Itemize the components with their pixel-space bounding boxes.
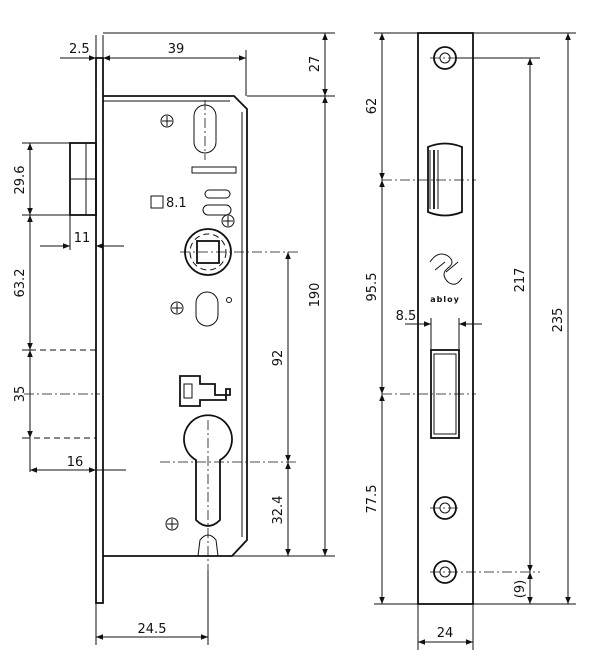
brand-logo-icon [429, 253, 463, 285]
dim-top-offset: 27 [308, 56, 323, 73]
dim-backset: 24.5 [138, 622, 167, 637]
bolt-mechanism [179, 375, 231, 407]
brand-logo-text: abloy [430, 295, 460, 304]
front-view: abloy 62 95.5 77.5 8.5 [365, 32, 576, 650]
dim-case-height: 190 [308, 283, 323, 308]
dim-faceplate-width: 24 [437, 626, 454, 641]
dim-latch-height: 29.6 [13, 166, 28, 195]
dim-cylinder-to-bottom: 32.4 [271, 496, 286, 525]
cylinder-hole [183, 414, 233, 527]
screw-icon [170, 301, 184, 315]
middle-slot [195, 291, 219, 327]
dim-latch-projection: 11 [74, 231, 91, 246]
lock-case [103, 95, 248, 557]
screw-icon [221, 214, 235, 228]
dim-spindle-square: 8.1 [166, 196, 187, 211]
dim-latch-to-bolt: 95.5 [365, 273, 380, 302]
screw-hole-icon [430, 496, 460, 520]
dim-bolt-height: 35 [13, 386, 28, 403]
dim-faceplate-thickness: 2.5 [69, 42, 90, 57]
dim-hole-spacing: 217 [513, 268, 528, 293]
dim-case-top-width: 39 [168, 42, 185, 57]
screw-hole-icon [430, 560, 540, 584]
dim-plate-top-to-latch: 62 [365, 98, 380, 115]
dim-bolt-to-bottom-hole: 77.5 [365, 485, 380, 514]
front-faceplate [417, 32, 474, 605]
screw-hole-icon [430, 46, 460, 70]
screw-icon [160, 114, 174, 128]
latch-opening [427, 142, 463, 217]
dim-bolt-projection: 16 [67, 455, 84, 470]
dim-latch-to-spindle: 63.2 [13, 269, 28, 298]
screw-icon [165, 517, 179, 531]
square-symbol-icon [150, 195, 164, 209]
spindle-hub [180, 228, 300, 276]
side-view: 8.1 2.5 39 27 [13, 32, 335, 645]
dim-spindle-to-cylinder: 92 [271, 350, 286, 367]
side-faceplate [95, 57, 104, 604]
dim-bottom-hole-offset: (9) [513, 580, 528, 598]
dim-faceplate-length: 235 [551, 308, 566, 333]
dim-bolt-width: 8.5 [396, 309, 417, 324]
